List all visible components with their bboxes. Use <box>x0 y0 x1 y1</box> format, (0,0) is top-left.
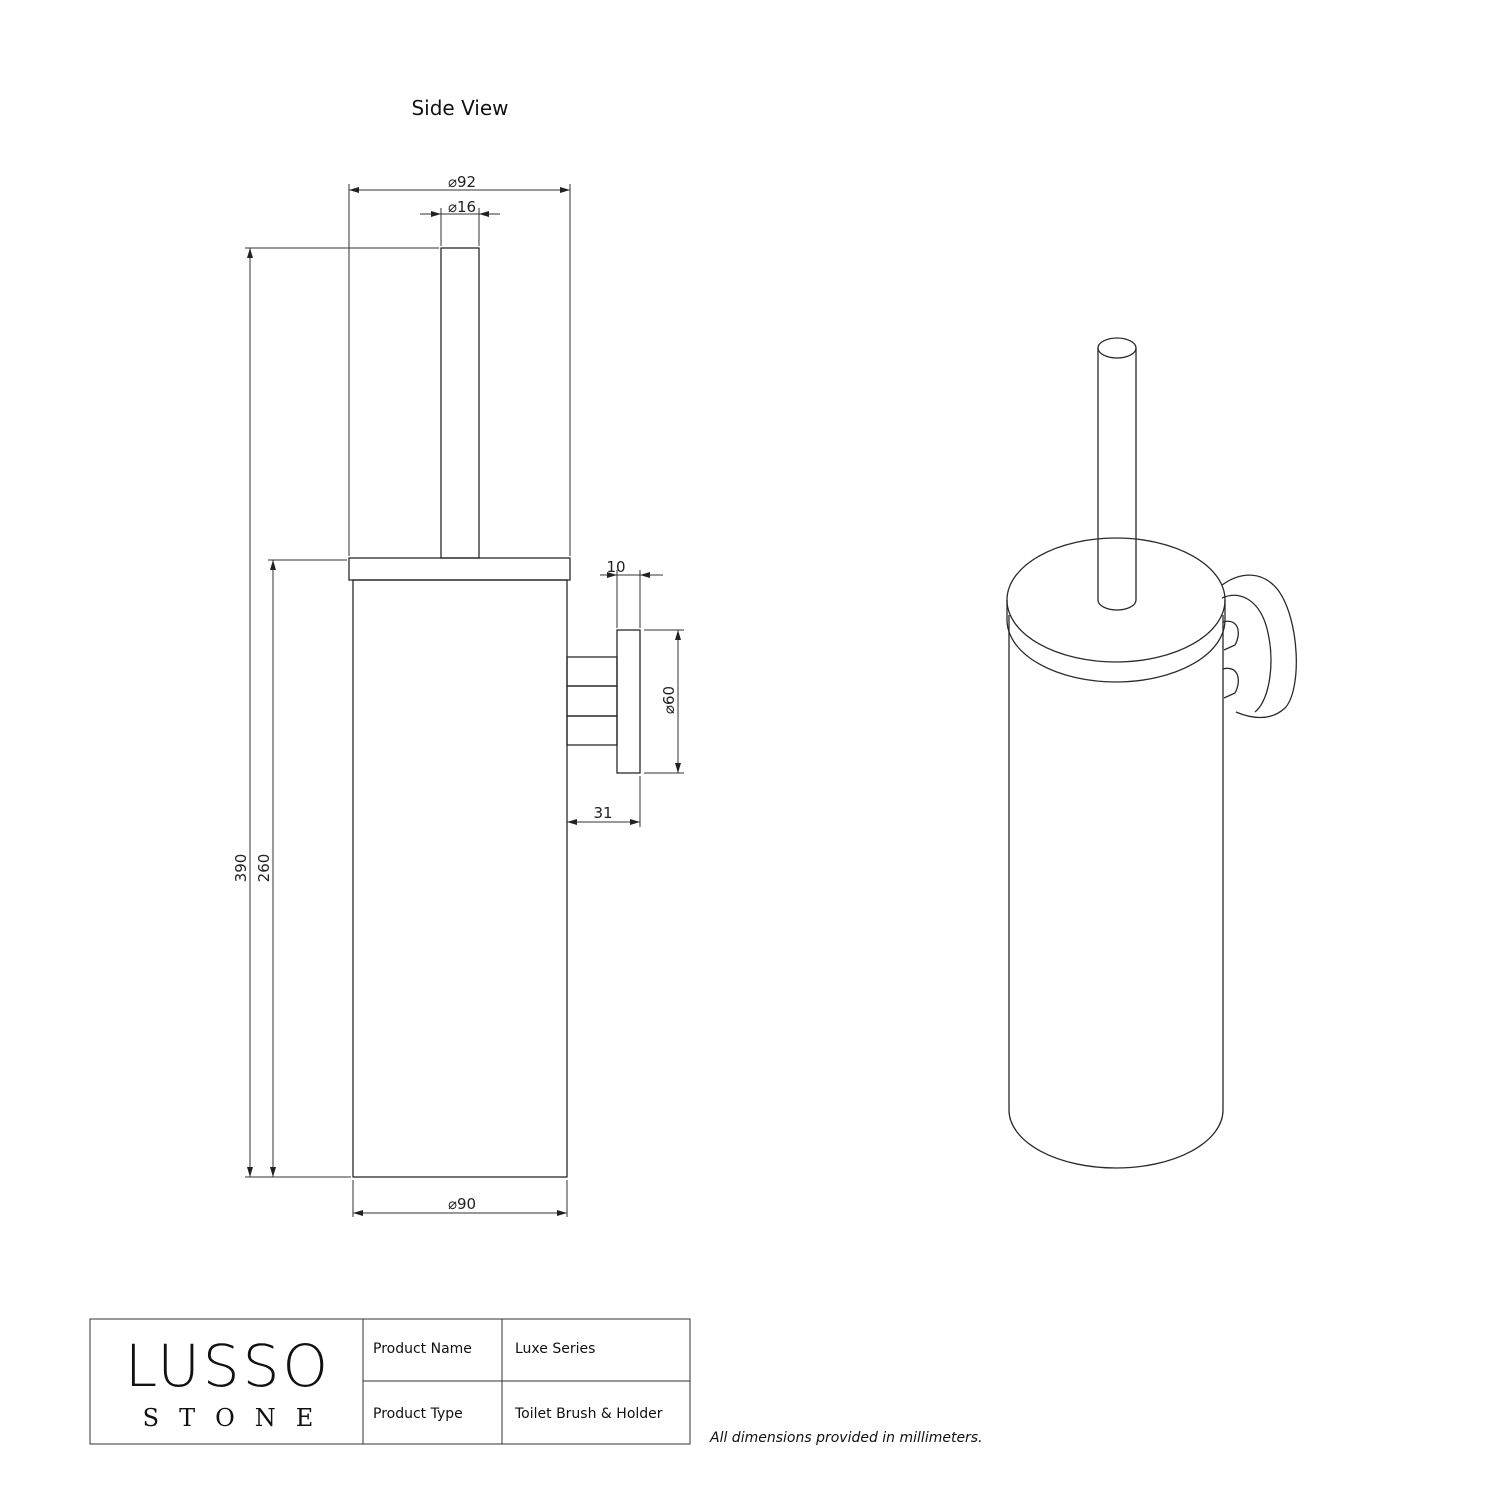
svg-text:260: 260 <box>255 854 273 883</box>
isometric-view <box>1006 337 1297 1169</box>
logo-stone: STONE <box>143 1404 334 1432</box>
svg-text:⌀92: ⌀92 <box>448 173 476 191</box>
svg-text:⌀90: ⌀90 <box>448 1195 476 1213</box>
dimension-plate-diameter: ⌀60 <box>644 629 684 774</box>
side-view <box>348 247 641 1178</box>
dimension-overall-height: 390 <box>232 247 439 1178</box>
body <box>352 579 568 1178</box>
product-name-value: Luxe Series <box>515 1341 595 1357</box>
logo-lusso: LUSSO <box>125 1332 331 1400</box>
lid <box>348 557 571 581</box>
svg-text:⌀16: ⌀16 <box>448 198 476 216</box>
svg-text:390: 390 <box>232 854 250 883</box>
svg-text:10: 10 <box>606 558 625 576</box>
dimension-plate-thickness: 10 <box>600 558 663 628</box>
product-name-label: Product Name <box>373 1341 472 1357</box>
title-block: LUSSO STONE Product Name Luxe Series Pro… <box>89 1318 691 1445</box>
svg-text:31: 31 <box>593 804 612 822</box>
svg-text:⌀60: ⌀60 <box>660 686 678 714</box>
product-type-value: Toilet Brush & Holder <box>514 1406 663 1422</box>
product-type-label: Product Type <box>373 1406 463 1422</box>
handle <box>440 247 480 559</box>
dimension-handle-diameter: ⌀16 <box>420 198 500 246</box>
wall-posts <box>566 656 618 746</box>
wall-plate <box>616 629 641 774</box>
dimension-lid-diameter: ⌀92 <box>348 173 571 556</box>
dimension-body-diameter: ⌀90 <box>352 1180 568 1217</box>
dimension-wall-offset: 31 <box>567 776 641 827</box>
view-title: Side View <box>411 96 508 120</box>
dimension-body-height: 260 <box>255 559 347 1177</box>
units-note: All dimensions provided in millimeters. <box>709 1430 983 1446</box>
